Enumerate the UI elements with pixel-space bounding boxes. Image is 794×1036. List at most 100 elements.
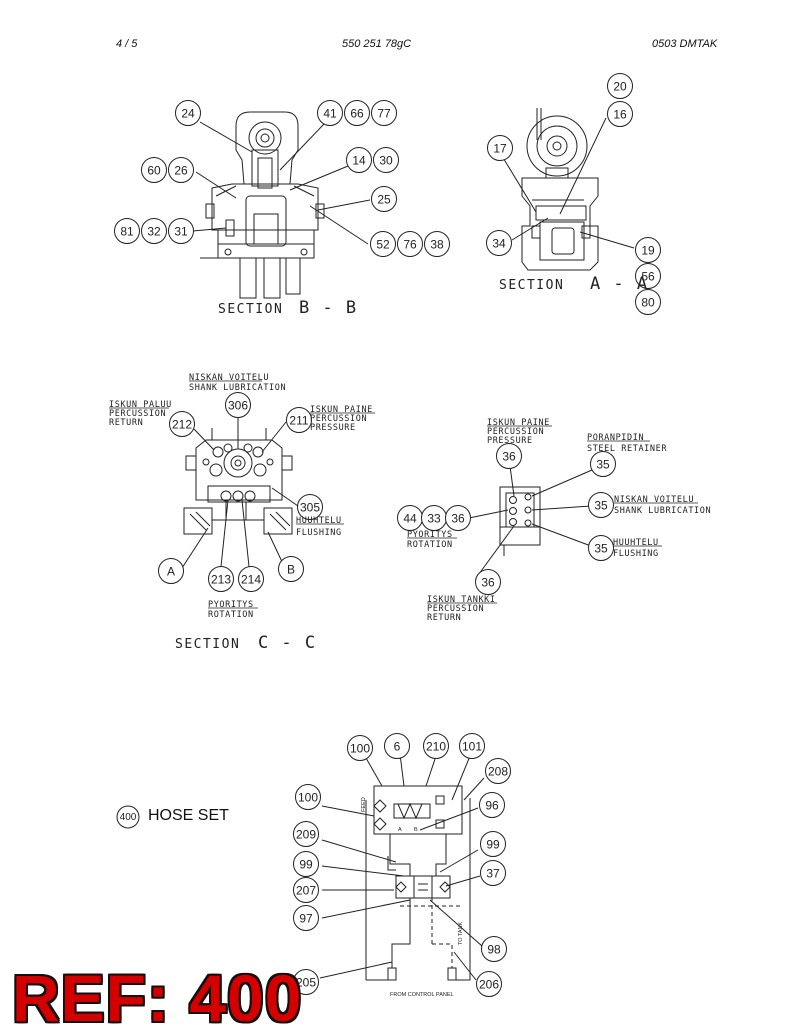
label-port-pressure-en1: PERCUSSION bbox=[487, 427, 544, 437]
schematic-feed-label: FEED bbox=[361, 797, 367, 812]
callout-circle bbox=[286, 407, 312, 433]
callout-circle bbox=[424, 231, 450, 257]
callout-aa-1: 16 bbox=[607, 101, 633, 127]
callout-number: 44 bbox=[403, 512, 417, 526]
callout-bb-4: 14 bbox=[346, 147, 372, 173]
callout-hose-10: 37 bbox=[480, 860, 506, 886]
callout-number: 36 bbox=[451, 512, 465, 526]
callout-ports-7: 36 bbox=[475, 569, 501, 595]
label-underlines bbox=[109, 380, 698, 609]
callout-number: 209 bbox=[296, 828, 316, 842]
section-bb-title: SECTION B - B bbox=[218, 298, 358, 318]
callout-ports-0: 36 bbox=[496, 443, 522, 469]
callout-cc-2: 211 bbox=[286, 407, 312, 433]
callout-hose-0: 100 bbox=[347, 735, 373, 761]
callout-number: 25 bbox=[377, 193, 391, 207]
callout-circle bbox=[278, 556, 304, 582]
callout-hose-7: 209 bbox=[293, 821, 319, 847]
ref-label: REF: 400 bbox=[12, 961, 303, 1035]
callout-hose-4: 208 bbox=[485, 758, 511, 784]
callout-circle bbox=[114, 218, 140, 244]
callout-circle bbox=[588, 492, 614, 518]
callout-number: 24 bbox=[181, 107, 195, 121]
callout-hose-5: 100 bbox=[295, 784, 321, 810]
label-percussion-return-en2: RETURN bbox=[109, 418, 143, 428]
callout-hose-3: 101 bbox=[459, 733, 485, 759]
callout-number: 99 bbox=[486, 838, 500, 852]
label-port-pressure-fi: ISKUN PAINE bbox=[487, 418, 550, 428]
callout-number: 20 bbox=[613, 80, 627, 94]
callout-number: 66 bbox=[350, 107, 364, 121]
callout-circle bbox=[295, 784, 321, 810]
callout-number: 35 bbox=[596, 458, 610, 472]
callout-hose-14: 205 bbox=[293, 969, 319, 995]
callout-number: 60 bbox=[147, 164, 161, 178]
label-percussion-pressure-fi: ISKUN PAINE bbox=[310, 405, 373, 415]
callout-circle bbox=[371, 186, 397, 212]
callout-circle bbox=[347, 735, 373, 761]
callout-number: 17 bbox=[493, 142, 507, 156]
callout-circle bbox=[141, 218, 167, 244]
callout-circle bbox=[588, 535, 614, 561]
label-port-tank-en1: PERCUSSION bbox=[427, 604, 484, 614]
callout-number: 16 bbox=[613, 108, 627, 122]
label-port-flushing-en: FLUSHING bbox=[613, 549, 659, 559]
callout-circle bbox=[607, 73, 633, 99]
callout-number: 305 bbox=[300, 501, 320, 515]
callout-number: 34 bbox=[492, 237, 506, 251]
callout-circle bbox=[607, 101, 633, 127]
callout-number: 38 bbox=[430, 238, 444, 252]
callout-hose-13: 98 bbox=[481, 936, 507, 962]
callout-number: 56 bbox=[641, 270, 655, 284]
callout-hose-11: 207 bbox=[293, 877, 319, 903]
callout-circle bbox=[293, 851, 319, 877]
callout-number: 77 bbox=[377, 107, 391, 121]
callout-number: 206 bbox=[479, 978, 499, 992]
callout-circle bbox=[168, 157, 194, 183]
callout-number: 36 bbox=[481, 576, 495, 590]
callout-circle bbox=[479, 792, 505, 818]
callout-number: 35 bbox=[594, 542, 608, 556]
page-number: 4 / 5 bbox=[116, 38, 138, 50]
label-port-shank-en: SHANK LUBRICATION bbox=[614, 506, 711, 516]
callout-number: 96 bbox=[485, 799, 499, 813]
callout-number: 37 bbox=[486, 867, 500, 881]
label-port-pressure-en2: PRESSURE bbox=[487, 436, 533, 446]
callout-circle bbox=[344, 100, 370, 126]
callout-bb-11: 31 bbox=[168, 218, 194, 244]
callout-circle bbox=[487, 135, 513, 161]
label-rotation-en: ROTATION bbox=[208, 610, 254, 620]
callout-circle bbox=[459, 733, 485, 759]
label-port-flushing-fi: HUUHTELU bbox=[613, 538, 659, 548]
label-percussion-return-fi: ISKUN PALUU bbox=[109, 400, 172, 410]
callout-hose-2: 210 bbox=[423, 733, 449, 759]
callout-circle bbox=[238, 566, 264, 592]
callout-bb-10: 32 bbox=[141, 218, 167, 244]
callout-circle bbox=[373, 147, 399, 173]
callout-number: 211 bbox=[289, 414, 308, 428]
callout-circle bbox=[293, 905, 319, 931]
callout-aa-6: 80 bbox=[635, 289, 661, 315]
callout-number: B bbox=[287, 563, 295, 577]
label-steel-retainer-fi: PORANPIDIN bbox=[587, 433, 644, 443]
callout-aa-3: 34 bbox=[486, 230, 512, 256]
callout-ports-6: 36 bbox=[445, 505, 471, 531]
callout-number: 207 bbox=[296, 884, 316, 898]
document-code: 0503 DMTAK bbox=[652, 38, 718, 50]
callout-ports-5: 33 bbox=[421, 505, 447, 531]
callout-circle bbox=[169, 411, 195, 437]
callout-circle bbox=[635, 237, 661, 263]
label-port-tank-fi: ISKUN TANKKI bbox=[427, 595, 496, 605]
callout-hose-9: 99 bbox=[480, 831, 506, 857]
callout-number: 33 bbox=[427, 512, 441, 526]
callout-number: 99 bbox=[299, 858, 313, 872]
callout-number: 32 bbox=[147, 225, 161, 239]
callout-hose-12: 97 bbox=[293, 905, 319, 931]
callout-aa-4: 19 bbox=[635, 237, 661, 263]
callout-ports-4: 44 bbox=[397, 505, 423, 531]
label-shank-lubrication-fi: NISKAN VOITELU bbox=[189, 373, 269, 383]
callout-circle bbox=[168, 218, 194, 244]
callout-circle bbox=[370, 231, 396, 257]
callout-number: 100 bbox=[350, 742, 370, 756]
